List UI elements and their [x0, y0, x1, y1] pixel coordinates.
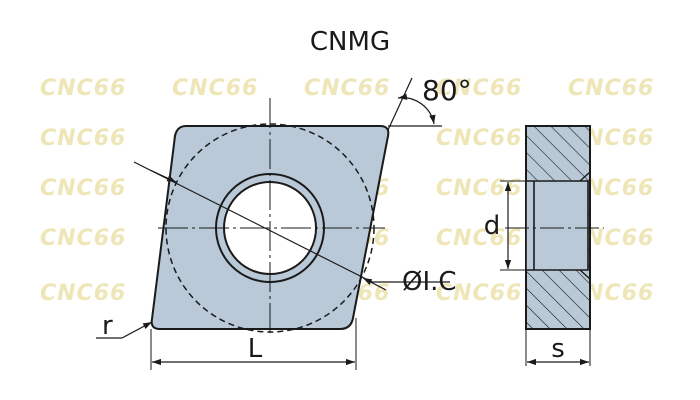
- angle-arc: [397, 93, 436, 125]
- watermark-logo: CNC66: [436, 281, 522, 306]
- corner-radius-label: r: [102, 311, 113, 341]
- inscribed-circle-label: ØI.C: [402, 267, 457, 297]
- ic-arrow-lower: [362, 277, 387, 291]
- side-hole: [525, 180, 589, 271]
- watermark-logo: CNC66: [436, 176, 522, 201]
- watermark-logo: CNC66: [436, 226, 522, 251]
- insert-front-view: [96, 77, 450, 370]
- diagram-title: CNMG: [310, 27, 390, 57]
- ic-diameter-line: [133, 161, 373, 283]
- watermark-logo: CNC66: [568, 76, 654, 101]
- thickness-label: s: [551, 334, 565, 364]
- hole-diameter-label: d: [484, 211, 501, 241]
- watermark-logo: CNC66: [40, 226, 126, 251]
- watermark-logo: CNC66: [304, 76, 390, 101]
- watermark-logo: CNC66: [172, 76, 258, 101]
- radius-leader: [121, 321, 153, 339]
- insert-side-view: [500, 125, 604, 366]
- watermark-logo: CNC66: [40, 126, 126, 151]
- side-chamfer-top: [579, 171, 591, 182]
- watermark-logo: CNC66: [436, 126, 522, 151]
- watermark-logo: CNC66: [40, 76, 126, 101]
- side-chamfer-bottom: [579, 269, 591, 280]
- angle-extension-line: [387, 77, 413, 131]
- length-label: L: [248, 334, 263, 364]
- watermark-logo: CNC66: [40, 281, 126, 306]
- watermark-logo: CNC66: [40, 176, 126, 201]
- watermark-logo: CNC66: [436, 76, 522, 101]
- angle-label: 80°: [422, 74, 472, 107]
- ic-arrow-upper: [149, 169, 177, 183]
